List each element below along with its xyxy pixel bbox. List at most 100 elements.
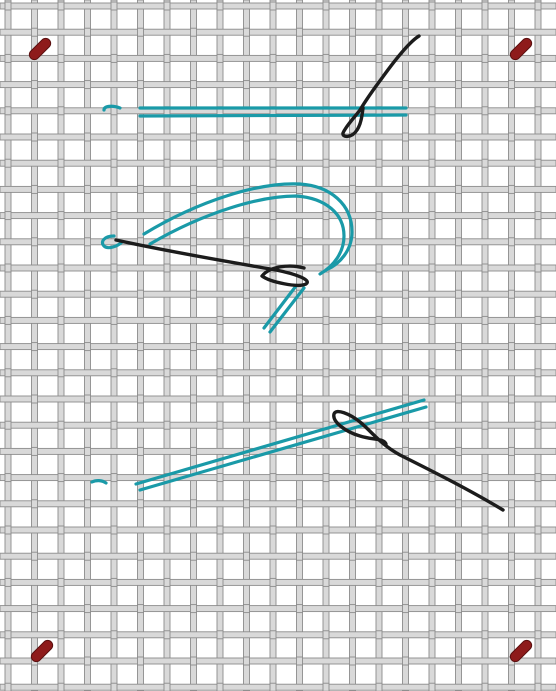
mesh-weave-crossing bbox=[375, 158, 383, 168]
mesh-weave-crossing bbox=[84, 132, 91, 142]
mesh-weave-crossing bbox=[110, 53, 118, 63]
mesh-weave-crossing bbox=[57, 577, 65, 587]
mesh-weave-crossing bbox=[402, 184, 409, 194]
mesh-weave-crossing bbox=[57, 263, 65, 273]
mesh-weave-crossing bbox=[402, 80, 409, 90]
thread-icon bbox=[148, 194, 346, 276]
mesh-weave-crossing bbox=[428, 368, 436, 378]
mesh-weave-crossing bbox=[4, 315, 12, 325]
mesh-weave-crossing bbox=[349, 184, 356, 194]
mesh-weave-crossing bbox=[534, 420, 542, 430]
mesh-weave-crossing bbox=[375, 211, 383, 221]
mesh-weave-crossing bbox=[84, 80, 91, 90]
mesh-weave-crossing bbox=[322, 211, 330, 221]
mesh-weave-crossing bbox=[534, 682, 542, 691]
mesh-weave-crossing bbox=[110, 263, 118, 273]
mesh-weave-crossing bbox=[216, 473, 224, 483]
mesh-weave-crossing bbox=[402, 656, 409, 666]
mesh-weave-crossing bbox=[163, 368, 171, 378]
mesh-weave-crossing bbox=[216, 53, 224, 63]
mesh-weave-crossing bbox=[190, 80, 197, 90]
corner-pins bbox=[28, 37, 533, 663]
mesh-weave-crossing bbox=[534, 577, 542, 587]
mesh-weave-crossing bbox=[84, 27, 91, 37]
mesh-weave-crossing bbox=[455, 80, 462, 90]
mesh-horizontal-bar bbox=[0, 238, 556, 246]
mesh-weave-crossing bbox=[296, 184, 303, 194]
mesh-weave-crossing bbox=[137, 80, 144, 90]
mesh-weave-crossing bbox=[481, 315, 489, 325]
mesh-weave-crossing bbox=[349, 27, 356, 37]
mesh-weave-crossing bbox=[402, 446, 409, 456]
mesh-weave-crossing bbox=[243, 656, 250, 666]
stitch-step-2 bbox=[100, 182, 354, 334]
mesh-weave-crossing bbox=[110, 420, 118, 430]
mesh-weave-crossing bbox=[31, 132, 38, 142]
mesh-weave-crossing bbox=[84, 604, 91, 614]
thread-icon bbox=[262, 284, 298, 330]
mesh-weave-crossing bbox=[31, 27, 38, 37]
mesh-weave-crossing bbox=[508, 394, 515, 404]
mesh-weave-crossing bbox=[455, 446, 462, 456]
mesh-weave-crossing bbox=[375, 630, 383, 640]
mesh-weave-crossing bbox=[4, 577, 12, 587]
mesh-weave-crossing bbox=[110, 682, 118, 691]
mesh-weave-crossing bbox=[296, 656, 303, 666]
mesh-weave-crossing bbox=[84, 394, 91, 404]
mesh-weave-crossing bbox=[375, 53, 383, 63]
mesh-weave-crossing bbox=[296, 394, 303, 404]
mesh-weave-crossing bbox=[4, 473, 12, 483]
mesh-weave-crossing bbox=[216, 263, 224, 273]
mesh-weave-crossing bbox=[137, 446, 144, 456]
mesh-weave-crossing bbox=[57, 682, 65, 691]
mesh-weave-crossing bbox=[508, 342, 515, 352]
mesh-weave-crossing bbox=[269, 630, 277, 640]
mesh-horizontal-bar bbox=[0, 290, 556, 298]
mesh-weave-crossing bbox=[349, 80, 356, 90]
thread-icon bbox=[142, 182, 354, 272]
mesh-weave-crossing bbox=[534, 211, 542, 221]
mesh-weave-crossing bbox=[216, 315, 224, 325]
mesh-weave-crossing bbox=[402, 394, 409, 404]
mesh-weave-crossing bbox=[375, 1, 383, 11]
mesh-weave-crossing bbox=[269, 1, 277, 11]
mesh-weave-crossing bbox=[110, 315, 118, 325]
mesh-weave-crossing bbox=[163, 315, 171, 325]
mesh-weave-crossing bbox=[4, 263, 12, 273]
stitch-step-1 bbox=[102, 34, 421, 139]
mesh-weave-crossing bbox=[216, 630, 224, 640]
mesh-weave-crossing bbox=[428, 158, 436, 168]
mesh-weave-crossing bbox=[110, 158, 118, 168]
mesh-weave-crossing bbox=[4, 106, 12, 116]
mesh-weave-crossing bbox=[534, 368, 542, 378]
mesh-weave-crossing bbox=[243, 289, 250, 299]
mesh-weave-crossing bbox=[31, 342, 38, 352]
mesh-weave-crossing bbox=[508, 551, 515, 561]
mesh-weave-crossing bbox=[296, 604, 303, 614]
mesh-weave-crossing bbox=[455, 604, 462, 614]
mesh-weave-crossing bbox=[84, 551, 91, 561]
mesh-weave-crossing bbox=[84, 342, 91, 352]
thread-icon bbox=[102, 104, 122, 112]
mesh-weave-crossing bbox=[402, 499, 409, 509]
mesh-weave-crossing bbox=[110, 368, 118, 378]
mesh-weave-crossing bbox=[110, 525, 118, 535]
mesh-weave-crossing bbox=[481, 368, 489, 378]
mesh-weave-crossing bbox=[428, 420, 436, 430]
mesh-weave-crossing bbox=[269, 368, 277, 378]
mesh-weave-crossing bbox=[4, 1, 12, 11]
mesh-weave-crossing bbox=[57, 1, 65, 11]
thread-icon bbox=[134, 398, 426, 486]
mesh-weave-crossing bbox=[508, 27, 515, 37]
mesh-weave-crossing bbox=[190, 237, 197, 247]
mesh-weave-crossing bbox=[216, 368, 224, 378]
mesh-weave-crossing bbox=[375, 263, 383, 273]
mesh-weave-crossing bbox=[428, 263, 436, 273]
mesh-weave-crossing bbox=[31, 394, 38, 404]
mesh-weave-crossing bbox=[349, 551, 356, 561]
mesh-weave-crossing bbox=[57, 106, 65, 116]
mesh-weave-crossing bbox=[4, 630, 12, 640]
mesh-weave-crossing bbox=[508, 289, 515, 299]
mesh-weave-crossing bbox=[455, 551, 462, 561]
